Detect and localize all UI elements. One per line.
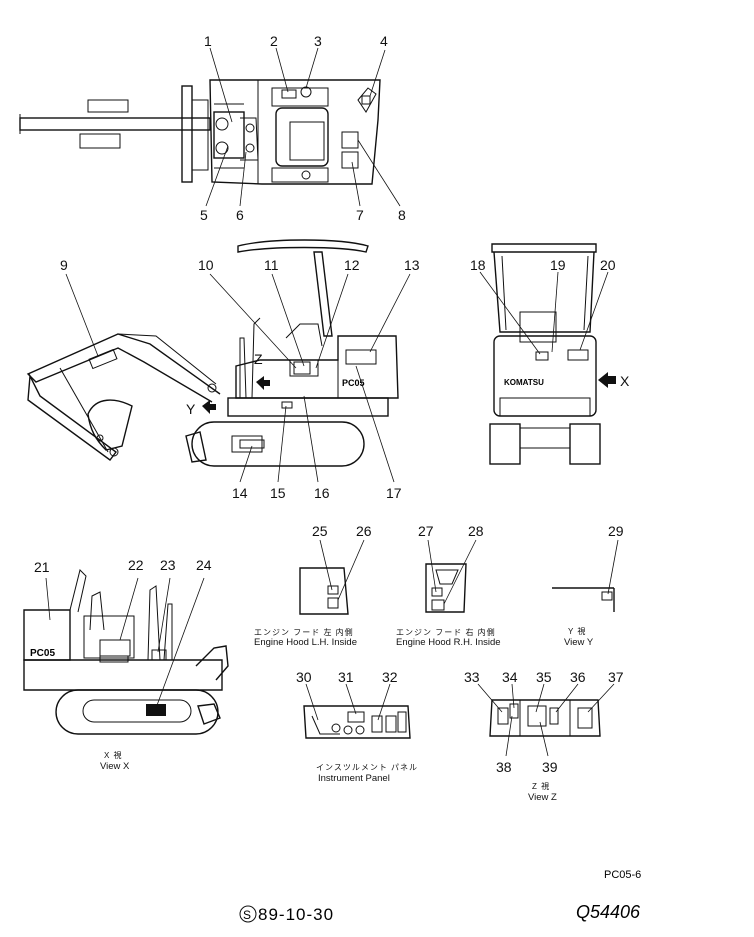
view-z-drawing xyxy=(489,699,601,737)
date-symbol: S xyxy=(243,908,251,922)
callout-36: 36 xyxy=(570,669,586,685)
top-view-drawing xyxy=(19,79,381,185)
view-y-drawing xyxy=(552,587,615,612)
callout-10: 10 xyxy=(198,257,214,273)
caption-panel-en: Instrument Panel xyxy=(318,773,390,784)
caption-view-z-jp: Z 視 xyxy=(532,782,550,791)
callout-17: 17 xyxy=(386,485,402,501)
view-x-leaders xyxy=(45,577,205,709)
view-z-marker: Z xyxy=(254,351,263,367)
caption-view-y-jp: Y 視 xyxy=(568,627,586,636)
callout-18: 18 xyxy=(470,257,486,273)
callout-37: 37 xyxy=(608,669,624,685)
callout-12: 12 xyxy=(344,257,360,273)
top-view-leaders xyxy=(205,47,401,207)
callout-6: 6 xyxy=(236,207,244,223)
model-code: PC05-6 xyxy=(604,869,641,881)
caption-view-x-jp: X 視 xyxy=(104,751,123,760)
hood-lh-leaders xyxy=(319,539,365,601)
callout-24: 24 xyxy=(196,557,212,573)
instrument-panel-drawing xyxy=(303,705,411,739)
callout-2: 2 xyxy=(270,33,278,49)
instrument-panel-leaders xyxy=(305,683,391,721)
callout-4: 4 xyxy=(380,33,388,49)
callout-5: 5 xyxy=(200,207,208,223)
caption-view-z-en: View Z xyxy=(528,792,557,803)
callout-14: 14 xyxy=(232,485,248,501)
callout-19: 19 xyxy=(550,257,566,273)
callout-22: 22 xyxy=(128,557,144,573)
callout-33: 33 xyxy=(464,669,480,685)
callout-28: 28 xyxy=(468,523,484,539)
callout-30: 30 xyxy=(296,669,312,685)
caption-hood-rh-jp: エンジン フード 右 内側 xyxy=(396,627,496,637)
view-x-marker: X xyxy=(620,373,630,389)
view-y-leaders xyxy=(607,539,619,595)
callout-13: 13 xyxy=(404,257,420,273)
footer: PC05-6 S 89-10-30 Q54406 xyxy=(239,869,641,924)
callout-8: 8 xyxy=(398,207,406,223)
callout-3: 3 xyxy=(314,33,322,49)
side-view-drawing xyxy=(26,239,399,467)
callout-23: 23 xyxy=(160,557,176,573)
callout-11: 11 xyxy=(264,257,279,273)
callout-9: 9 xyxy=(60,257,68,273)
callout-15: 15 xyxy=(270,485,286,501)
caption-hood-rh-en: Engine Hood R.H. Inside xyxy=(396,637,501,648)
date-symbol-circle xyxy=(239,905,257,923)
caption-view-y-en: View Y xyxy=(564,637,594,648)
callout-38: 38 xyxy=(496,759,512,775)
hood-rh-leaders xyxy=(427,539,477,605)
callout-39: 39 xyxy=(542,759,558,775)
caption-hood-lh-en: Engine Hood L.H. Inside xyxy=(254,637,357,648)
callout-29: 29 xyxy=(608,523,624,539)
callout-25: 25 xyxy=(312,523,328,539)
side-view-leaders xyxy=(65,273,411,483)
callout-numbers: 1 2 3 4 5 6 7 8 9 10 11 12 13 14 15 16 1… xyxy=(34,33,624,775)
brand-badge-rear: KOMATSU xyxy=(504,378,544,387)
rear-view-leaders xyxy=(479,271,609,355)
hood-rh-drawing xyxy=(425,563,467,613)
callout-16: 16 xyxy=(314,485,330,501)
callout-35: 35 xyxy=(536,669,552,685)
drawing-id: Q54406 xyxy=(576,902,641,922)
callout-32: 32 xyxy=(382,669,398,685)
machine-badge-side: PC05 xyxy=(342,378,365,388)
side-view-markers: Z Y PC05 xyxy=(186,351,365,417)
view-y-marker: Y xyxy=(186,401,196,417)
caption-hood-lh-jp: エンジン フード 左 内側 xyxy=(254,627,354,637)
view-x-drawing: PC05 xyxy=(23,569,229,735)
caption-view-x-en: View X xyxy=(100,761,130,772)
view-captions: エンジン フード 左 内側 Engine Hood L.H. Inside エン… xyxy=(100,627,594,803)
revision-date: 89-10-30 xyxy=(258,905,334,924)
rear-view-drawing: KOMATSU X xyxy=(489,243,630,465)
callout-31: 31 xyxy=(338,669,354,685)
callout-21: 21 xyxy=(34,559,50,575)
callout-26: 26 xyxy=(356,523,372,539)
view-z-leaders xyxy=(477,683,615,757)
caption-panel-jp: インスツルメント パネル xyxy=(316,763,418,772)
hood-lh-drawing xyxy=(299,567,349,615)
callout-27: 27 xyxy=(418,523,434,539)
machine-badge-view-x: PC05 xyxy=(30,648,55,659)
callout-34: 34 xyxy=(502,669,518,685)
callout-20: 20 xyxy=(600,257,616,273)
callout-1: 1 xyxy=(204,33,212,49)
callout-7: 7 xyxy=(356,207,364,223)
